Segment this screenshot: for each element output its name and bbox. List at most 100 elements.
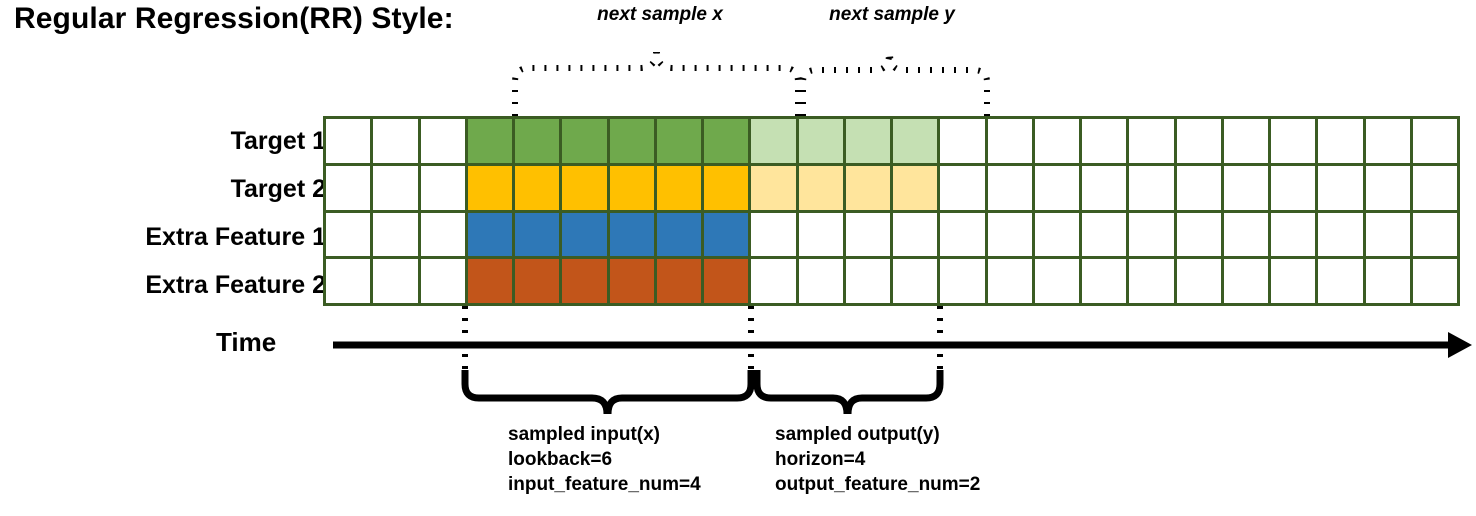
grid-cell-empty: [987, 119, 1032, 163]
input-leader-lines: [462, 306, 943, 372]
grid-cell-empty: [420, 212, 465, 257]
time-axis-label: Time: [216, 327, 277, 357]
grid-cell-output: [751, 165, 796, 210]
grid-cell-empty: [1318, 259, 1363, 303]
timeline-row: [326, 165, 1457, 210]
grid-cell-empty: [1176, 212, 1221, 257]
row-label-target-1: Target 1: [230, 127, 326, 155]
grid-cell-empty: [1082, 259, 1127, 303]
grid-cell-input: [704, 212, 749, 257]
grid-cell-empty: [1365, 259, 1410, 303]
grid-cell-empty: [940, 119, 985, 163]
grid-cell-empty: [1412, 212, 1457, 257]
grid-cell-empty: [1271, 165, 1316, 210]
timeline-row: [326, 259, 1457, 303]
row-label-extra-feature-2: Extra Feature 2: [145, 271, 326, 299]
grid-cell-input: [609, 259, 654, 303]
grid-cell-empty: [987, 259, 1032, 303]
grid-cell-empty: [326, 212, 371, 257]
grid-cell-input: [704, 259, 749, 303]
grid-cell-empty: [798, 259, 843, 303]
grid-cell-empty: [420, 259, 465, 303]
grid-cell-empty: [373, 119, 418, 163]
grid-cell-empty: [1034, 212, 1079, 257]
grid-cell-empty: [1318, 212, 1363, 257]
grid-cell-empty: [1365, 165, 1410, 210]
grid-cell-input: [515, 259, 560, 303]
grid-cell-input: [656, 212, 701, 257]
grid-cell-empty: [326, 165, 371, 210]
grid-cell-empty: [1129, 259, 1174, 303]
grid-cell-input: [704, 119, 749, 163]
grid-cell-empty: [893, 212, 938, 257]
grid-cell-empty: [893, 259, 938, 303]
grid-cell-empty: [1318, 119, 1363, 163]
grid-cell-empty: [845, 212, 890, 257]
grid-cell-empty: [1034, 165, 1079, 210]
grid-cell-empty: [1365, 212, 1410, 257]
grid-cell-empty: [751, 212, 796, 257]
top-brace-x: [512, 51, 801, 116]
timeline-grid: [323, 116, 1460, 306]
grid-cell-input: [562, 119, 607, 163]
grid-cell-input: [656, 165, 701, 210]
grid-cell-input: [609, 212, 654, 257]
grid-cell-empty: [1129, 119, 1174, 163]
grid-cell-input: [562, 165, 607, 210]
grid-cell-empty: [940, 259, 985, 303]
grid-cell-output: [845, 165, 890, 210]
grid-cell-output: [751, 119, 796, 163]
grid-cell-empty: [373, 165, 418, 210]
grid-cell-empty: [1223, 212, 1268, 257]
next-sample-x-label: next sample x: [597, 4, 723, 25]
grid-cell-empty: [1412, 165, 1457, 210]
sampled-input-annotation: sampled input(x) lookback=6 input_featur…: [508, 424, 701, 495]
grid-cell-empty: [420, 119, 465, 163]
grid-cell-input: [515, 119, 560, 163]
top-brace-y: [800, 53, 990, 116]
grid-cell-input: [562, 259, 607, 303]
grid-cell-empty: [373, 212, 418, 257]
row-label-target-2: Target 2: [230, 175, 326, 203]
grid-cell-empty: [1365, 119, 1410, 163]
grid-cell-empty: [798, 212, 843, 257]
next-sample-y-label: next sample y: [829, 4, 955, 25]
grid-cell-output: [798, 119, 843, 163]
grid-cell-empty: [326, 119, 371, 163]
grid-cell-input: [609, 165, 654, 210]
grid-cell-empty: [1082, 165, 1127, 210]
grid-cell-empty: [373, 259, 418, 303]
grid-cell-empty: [1271, 212, 1316, 257]
grid-cell-empty: [1034, 259, 1079, 303]
grid-cell-output: [798, 165, 843, 210]
grid-cell-empty: [1034, 119, 1079, 163]
grid-cell-input: [704, 165, 749, 210]
grid-cell-input: [609, 119, 654, 163]
grid-cell-output: [893, 165, 938, 210]
grid-cell-empty: [1176, 259, 1221, 303]
grid-cell-empty: [1223, 165, 1268, 210]
grid-cell-empty: [420, 165, 465, 210]
grid-cell-input: [656, 119, 701, 163]
row-label-extra-feature-1: Extra Feature 1: [145, 223, 326, 251]
time-axis-arrow: [333, 332, 1472, 358]
grid-cell-empty: [1223, 259, 1268, 303]
grid-cell-input: [515, 212, 560, 257]
grid-cell-empty: [987, 212, 1032, 257]
bottom-brace-input: [461, 370, 755, 415]
sampled-output-annotation: sampled output(y) horizon=4 output_featu…: [775, 424, 981, 495]
grid-cell-input: [467, 119, 512, 163]
grid-cell-empty: [1318, 165, 1363, 210]
bottom-brace-output: [753, 370, 944, 415]
page-title: Regular Regression(RR) Style:: [14, 2, 454, 35]
grid-cell-empty: [1223, 119, 1268, 163]
grid-cell-empty: [751, 259, 796, 303]
grid-cell-empty: [940, 165, 985, 210]
grid-cell-empty: [940, 212, 985, 257]
grid-cell-output: [893, 119, 938, 163]
grid-cell-empty: [1129, 165, 1174, 210]
timeline-row: [326, 119, 1457, 163]
grid-cell-input: [467, 165, 512, 210]
